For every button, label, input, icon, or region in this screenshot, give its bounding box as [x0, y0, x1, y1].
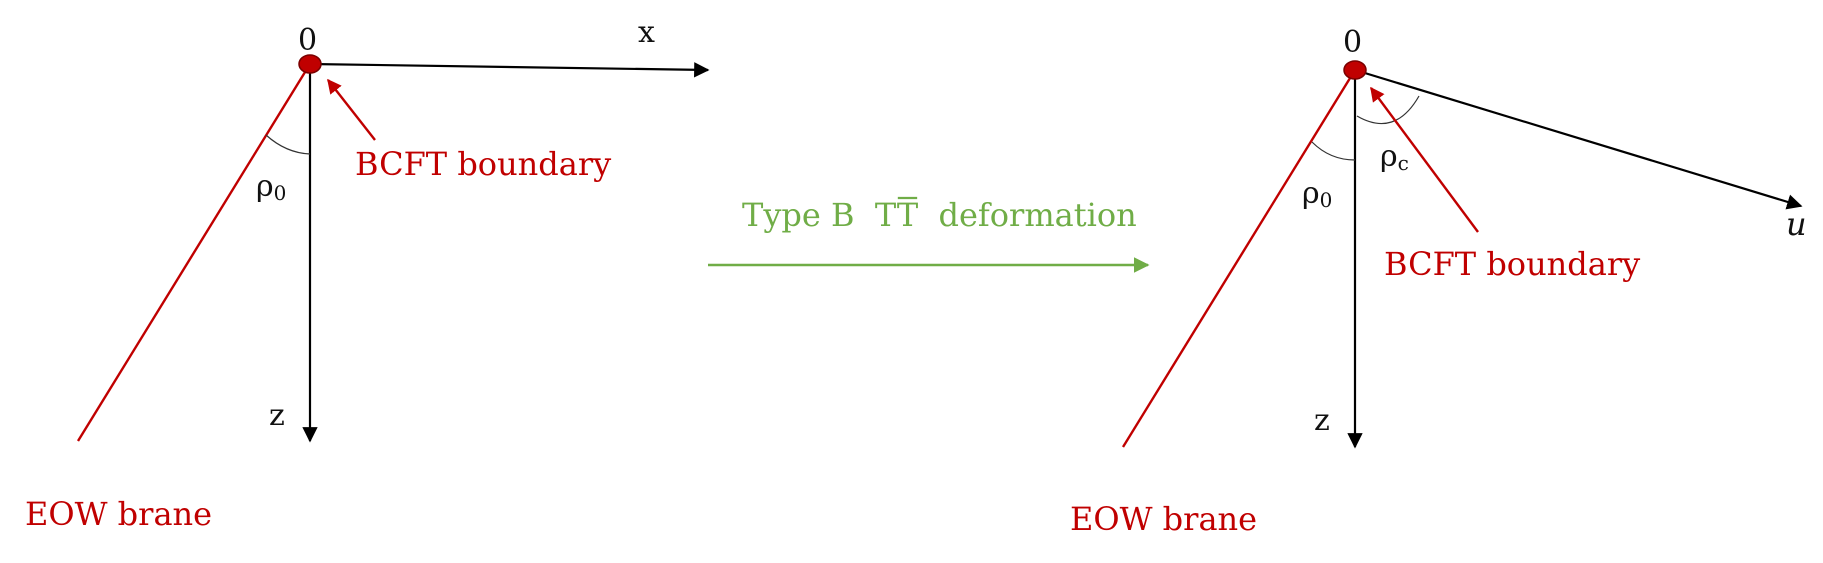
right-u-axis-label: u — [1786, 205, 1807, 243]
left-panel: 0 x z ρ0 BCFT boundary EOW brane — [25, 15, 710, 533]
left-angle-label-rho0: ρ0 — [256, 169, 286, 205]
right-angle-arc-rho0 — [1311, 141, 1356, 161]
right-origin-label: 0 — [1343, 25, 1362, 60]
right-bcft-boundary-label: BCFT boundary — [1384, 245, 1640, 283]
right-eow-brane-label: EOW brane — [1070, 500, 1257, 538]
right-angle-label-rho0: ρ0 — [1302, 176, 1332, 212]
right-angle-arc-rhoc — [1356, 95, 1420, 125]
left-bcft-boundary-label: BCFT boundary — [355, 145, 611, 183]
rho-subscript: 0 — [274, 181, 287, 205]
right-u-axis — [1354, 68, 1803, 210]
left-x-axis-label: x — [638, 15, 655, 50]
left-boundary-pointer-arrow — [327, 78, 376, 141]
right-angle-label-rhoc: ρc — [1380, 139, 1409, 175]
rho-subscript: c — [1398, 151, 1409, 175]
left-origin-label: 0 — [298, 23, 317, 58]
left-eow-brane-label: EOW brane — [25, 495, 212, 533]
left-eow-brane-line — [76, 63, 312, 442]
right-bcft-boundary-point — [1343, 60, 1367, 80]
deformation-suffix: deformation — [918, 196, 1137, 234]
deformation-prefix: Type B — [742, 196, 875, 234]
left-x-axis — [309, 62, 710, 78]
rho-glyph: ρ — [1302, 176, 1320, 211]
left-bcft-boundary-point — [298, 54, 322, 74]
left-angle-arc-rho0 — [265, 134, 311, 155]
rho-subscript: 0 — [1320, 188, 1333, 212]
left-z-axis-label: z — [269, 398, 285, 433]
right-eow-brane-line — [1121, 69, 1357, 448]
rho-glyph: ρ — [256, 169, 274, 204]
deformation-tt: TT — [875, 196, 919, 234]
right-boundary-pointer-arrow — [1370, 86, 1479, 233]
right-panel: 0 u z ρ0 ρc BCFT boundary EOW brane — [1070, 25, 1807, 538]
right-z-axis-label: z — [1314, 403, 1330, 438]
rho-glyph: ρ — [1380, 139, 1398, 174]
deformation-label: Type B TT deformation — [742, 196, 1137, 234]
deformation-transition: Type B TT deformation — [708, 196, 1150, 273]
